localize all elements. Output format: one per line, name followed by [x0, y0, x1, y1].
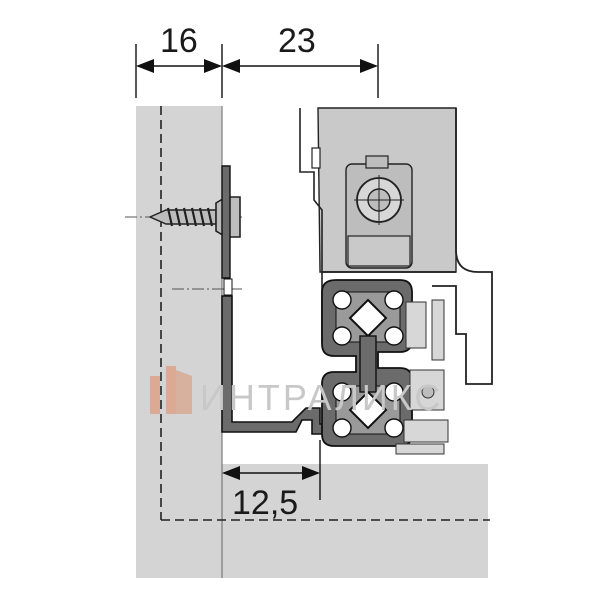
ball-bearing: [384, 290, 404, 310]
runner-mechanism: [395, 299, 449, 455]
ball-bearing: [332, 326, 352, 346]
ball-bearing: [384, 326, 404, 346]
cabinet-side-panel: [136, 106, 222, 578]
runner-diamond-bottom: [348, 390, 388, 430]
ball-bearing: [332, 290, 352, 310]
ball-bearings: [332, 290, 404, 438]
watermark-logo: [150, 366, 192, 414]
ball-bearing: [332, 382, 352, 402]
dimension-bottom-clearance: [222, 440, 321, 500]
dimension-label-panel-thickness: 16: [160, 22, 198, 60]
bottom-panel: [222, 464, 488, 578]
drawer-flange-small: [311, 147, 321, 169]
locking-device: [345, 155, 413, 269]
drawer-wall-outline: [299, 108, 323, 342]
dimension-label-bottom-clearance: 12,5: [232, 484, 298, 522]
dimension-runner-offset: [222, 44, 379, 98]
ball-bearing: [384, 382, 404, 402]
flange-slot: [223, 278, 233, 296]
runner-center-web: [359, 335, 377, 393]
ball-bearing: [384, 418, 404, 438]
ball-bearing: [332, 418, 352, 438]
drawer-back-outline: [432, 108, 493, 385]
mounting-flange: [221, 165, 231, 279]
watermark-text: ИНТРАЛИКС: [200, 377, 443, 418]
dimension-panel-thickness: [135, 44, 223, 98]
dimension-label-runner-offset: 23: [278, 22, 316, 60]
